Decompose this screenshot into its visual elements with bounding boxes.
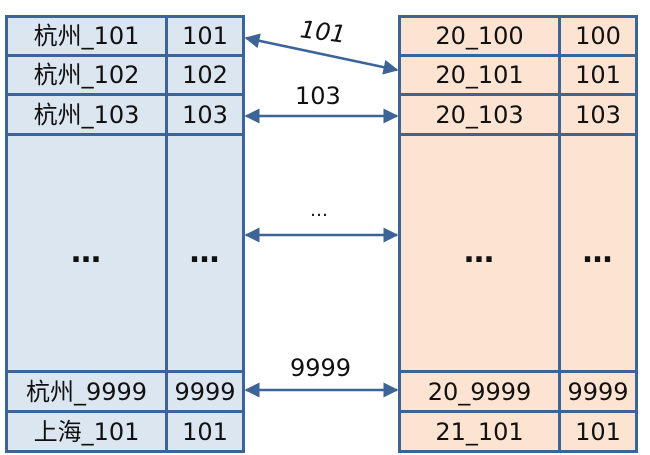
left-cell-value-2: 102 xyxy=(165,54,245,96)
left-cell-key-1: 杭州_101 xyxy=(5,15,168,57)
right-cell-value-ellipsis: … xyxy=(558,133,638,373)
left-cell-value-ellipsis: … xyxy=(165,133,245,373)
right-cell-value-9999: 9999 xyxy=(558,370,638,413)
arrow-label-9999: 9999 xyxy=(290,354,352,382)
right-cell-key-ellipsis: … xyxy=(398,133,561,373)
arrow-label-101: 101 xyxy=(298,15,348,49)
left-cell-value-last: 101 xyxy=(165,410,245,453)
arrow-101 xyxy=(244,33,399,75)
left-cell-key-2: 杭州_102 xyxy=(5,54,168,96)
right-cell-value-last: 101 xyxy=(558,410,638,453)
left-cell-value-3: 103 xyxy=(165,93,245,136)
left-cell-key-9999: 杭州_9999 xyxy=(5,370,168,413)
right-cell-value-2: 101 xyxy=(558,54,638,96)
right-cell-key-last: 21_101 xyxy=(398,410,561,453)
arrow-label-ellipsis: … xyxy=(310,200,328,221)
arrow-label-103: 103 xyxy=(295,82,341,110)
left-cell-value-9999: 9999 xyxy=(165,370,245,413)
left-cell-key-3: 杭州_103 xyxy=(5,93,168,136)
